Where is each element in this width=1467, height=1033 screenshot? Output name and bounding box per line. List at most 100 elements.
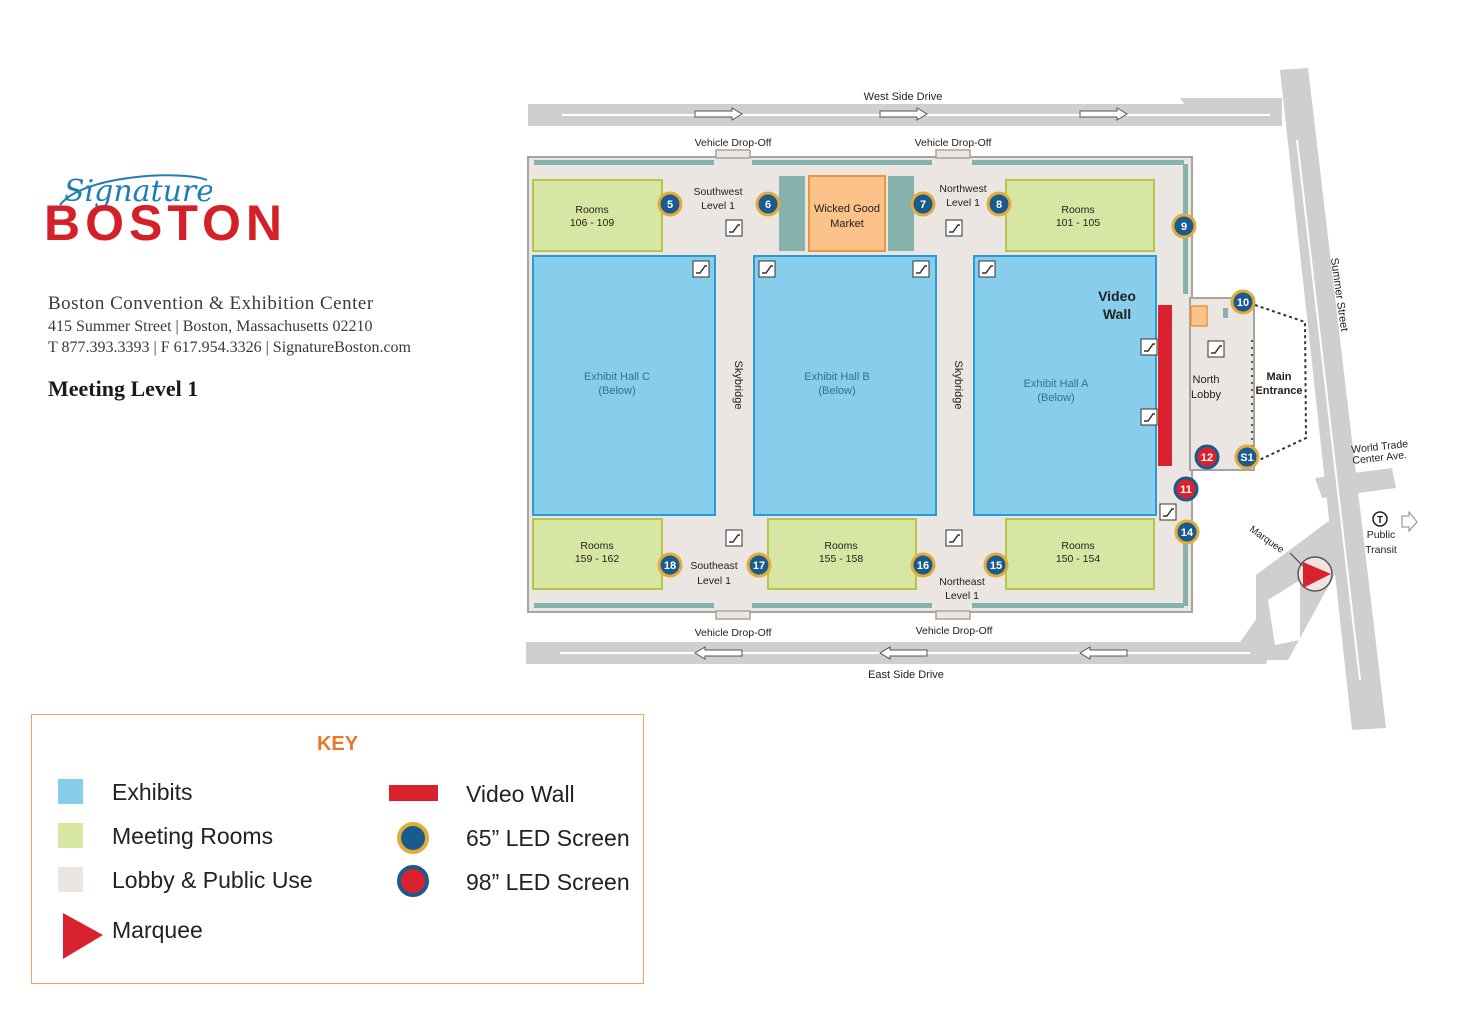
video-wall[interactable] <box>1158 305 1172 466</box>
east-side-drive-road <box>526 600 1290 664</box>
led-screen-65-9[interactable]: 9 <box>1171 213 1197 239</box>
exhibits-swatch <box>58 779 83 804</box>
vehicle-dropoff-label: Vehicle Drop-Off <box>916 625 993 637</box>
key-led98-label: 98” LED Screen <box>466 869 630 895</box>
summer-street-road <box>1280 68 1386 730</box>
escalator-icon <box>758 260 776 278</box>
svg-text:S1: S1 <box>1240 452 1253 464</box>
key-meeting-rooms-label: Meeting Rooms <box>112 823 274 849</box>
arrow-west-icon <box>694 646 743 660</box>
north-lobby-label-1: North <box>1193 374 1220 386</box>
led-screen-65-14[interactable]: 14 <box>1174 519 1200 545</box>
wicked-good-market[interactable] <box>808 175 886 252</box>
room-range: 106 - 109 <box>570 217 615 229</box>
led-screen-65-15[interactable]: 15 <box>983 552 1009 578</box>
rooms-101-105[interactable] <box>1005 179 1155 252</box>
escalator-icon <box>912 260 930 278</box>
room-range: 101 - 105 <box>1056 217 1101 229</box>
svg-text:18: 18 <box>664 560 676 572</box>
led-screen-65-7[interactable]: 7 <box>910 191 936 217</box>
room-range: 159 - 162 <box>575 553 620 565</box>
rooms-155-158[interactable] <box>767 518 917 590</box>
market-label-1: Wicked Good <box>814 203 880 215</box>
market-label-2: Market <box>830 218 864 230</box>
venue-name: Boston Convention & Exhibition Center <box>48 293 374 314</box>
led-screen-65-8[interactable]: 8 <box>986 191 1012 217</box>
transit-label-1: Public <box>1367 529 1396 541</box>
vehicle-dropoff-label: Vehicle Drop-Off <box>695 137 772 149</box>
north-lobby-kiosk <box>1190 305 1208 327</box>
svg-text:7: 7 <box>920 199 926 211</box>
svg-text:12: 12 <box>1201 452 1213 464</box>
marquee-key-icon <box>63 913 103 959</box>
led-screen-98-12[interactable]: 12 <box>1194 444 1220 470</box>
key-led65-label: 65” LED Screen <box>466 825 630 851</box>
escalator-icon <box>1140 338 1158 356</box>
key-marquee-label: Marquee <box>112 917 203 943</box>
escalator-icon <box>1140 408 1158 426</box>
escalator-icons <box>692 219 1225 547</box>
northwest-level-label: Level 1 <box>946 197 980 209</box>
key-exhibits-label: Exhibits <box>112 779 193 805</box>
led-screen-65-17[interactable]: 17 <box>746 552 772 578</box>
svg-text:9: 9 <box>1181 221 1187 233</box>
wtc-ave-label-1: World Trade <box>1351 438 1409 456</box>
marquee-icon[interactable] <box>1303 562 1331 588</box>
arrow-east-icon <box>1079 107 1128 121</box>
vehicle-dropoff-label: Vehicle Drop-Off <box>695 627 772 639</box>
rooms-150-154[interactable] <box>1005 518 1155 590</box>
led-screen-65-5[interactable]: 5 <box>657 191 683 217</box>
escalator-icon <box>1207 340 1225 358</box>
skybridge-label: Skybridge <box>732 361 744 410</box>
led-screen-65-16[interactable]: 16 <box>910 552 936 578</box>
level-title: Meeting Level 1 <box>48 376 199 401</box>
rooms-106-109[interactable] <box>532 179 663 252</box>
hall-c-sub: (Below) <box>598 385 635 397</box>
arrow-west-icon <box>1079 646 1128 660</box>
signature-word: Signature <box>64 174 212 209</box>
svg-text:14: 14 <box>1181 527 1194 539</box>
north-lobby-label-2: Lobby <box>1191 389 1221 401</box>
meeting-rooms-swatch <box>58 823 83 848</box>
hall-c-label: Exhibit Hall C <box>584 371 650 383</box>
northeast-label: Northeast <box>939 576 985 588</box>
transit-arrow-icon[interactable] <box>1401 510 1418 533</box>
southeast-label: Southeast <box>690 560 737 572</box>
main-entrance-label-2: Entrance <box>1255 385 1302 397</box>
led-screen-65-10[interactable]: 10 <box>1230 289 1256 315</box>
video-wall-swatch <box>389 785 438 801</box>
svg-text:8: 8 <box>996 199 1002 211</box>
key-lobby-label: Lobby & Public Use <box>112 867 313 893</box>
svg-text:11: 11 <box>1180 484 1192 496</box>
northeast-level-label: Level 1 <box>945 590 979 602</box>
exhibit-hall-b[interactable] <box>753 255 937 516</box>
led-screen-65-6[interactable]: 6 <box>755 191 781 217</box>
exhibit-hall-c[interactable] <box>532 255 716 516</box>
video-wall-label-1: Video <box>1098 288 1136 304</box>
led-65-key-icon <box>397 822 429 854</box>
escalator-icon <box>725 529 743 547</box>
room-label: Rooms <box>824 540 857 552</box>
lobby-swatch <box>58 867 83 892</box>
arrow-east-icon <box>879 107 928 121</box>
transit-symbol: T <box>1377 515 1383 526</box>
east-side-drive-label: East Side Drive <box>868 669 944 681</box>
southwest-level-label: Level 1 <box>701 200 735 212</box>
transit-t-icon <box>1372 511 1388 527</box>
arrow-west-icon <box>879 646 928 660</box>
room-label: Rooms <box>1061 204 1094 216</box>
vehicle-dropoff-label: Vehicle Drop-Off <box>915 137 992 149</box>
led-98-key-icon <box>397 865 429 897</box>
video-wall-label-2: Wall <box>1103 306 1131 322</box>
escalator-icon <box>692 260 710 278</box>
room-range: 155 - 158 <box>819 553 864 565</box>
west-side-drive-label: West Side Drive <box>864 91 943 103</box>
traffic-arrows <box>694 107 1128 660</box>
exhibit-hall-a[interactable] <box>973 255 1157 516</box>
led-screen-98-11[interactable]: 11 <box>1173 476 1199 502</box>
venue-contact: T 877.393.3393 | F 617.954.3326 | Signat… <box>48 339 411 356</box>
led-screen-65-s1[interactable]: S1 <box>1234 444 1260 470</box>
rooms-159-162[interactable] <box>532 518 663 590</box>
led-screen-65-18[interactable]: 18 <box>657 552 683 578</box>
